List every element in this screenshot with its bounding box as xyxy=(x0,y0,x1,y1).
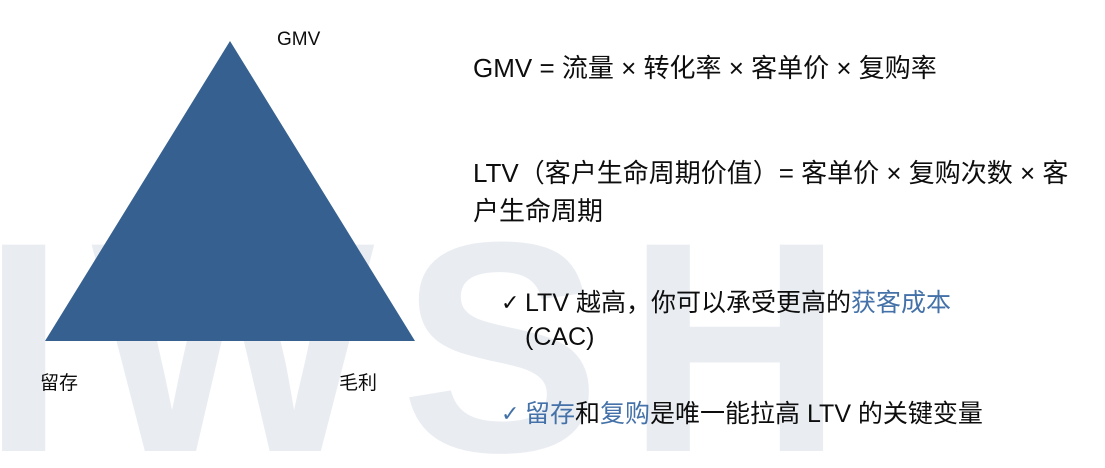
bullet-text-part2: (CAC) xyxy=(525,322,595,351)
bullet-text: 留存和复购是唯一能拉高 LTV 的关键变量 xyxy=(525,398,1101,432)
triangle-label-bottom-right: 毛利 xyxy=(339,373,378,394)
bullet-text-part1: LTV 越高，你可以承受更高的 xyxy=(525,289,851,317)
text-column: GMV = 流量 × 转化率 × 客单价 × 复购率 LTV（客户生命周期价值）… xyxy=(473,0,1093,468)
bullet-text-tail: 是唯一能拉高 LTV 的关键变量 xyxy=(650,400,983,428)
bullet-item-retention-repurchase: ✓ 留存和复购是唯一能拉高 LTV 的关键变量 xyxy=(501,398,1101,432)
bullet-highlight-cac: 获客成本 xyxy=(850,289,951,317)
bullet-item-ltv-cac: ✓ LTV 越高，你可以承受更高的获客成本 (CAC) xyxy=(501,287,1091,355)
bullet-highlight-retention: 留存 xyxy=(525,400,576,428)
triangle-label-bottom-left: 留存 xyxy=(40,373,79,394)
triangle-shape xyxy=(45,41,415,341)
bullet-text-mid: 和 xyxy=(575,400,601,428)
ltv-formula: LTV（客户生命周期价值）= 客单价 × 复购次数 × 客户生命周期 xyxy=(473,158,1069,226)
bullet-text: LTV 越高，你可以承受更高的获客成本 (CAC) xyxy=(525,287,1091,355)
triangle-label-top: GMV xyxy=(277,29,321,50)
gmv-formula: GMV = 流量 × 转化率 × 客单价 × 复购率 xyxy=(473,53,937,83)
bullet-highlight-repurchase: 复购 xyxy=(600,400,651,428)
triangle-diagram: GMV 留存 毛利 xyxy=(0,0,460,468)
checkmark-icon: ✓ xyxy=(501,401,520,426)
checkmark-icon: ✓ xyxy=(501,290,520,315)
